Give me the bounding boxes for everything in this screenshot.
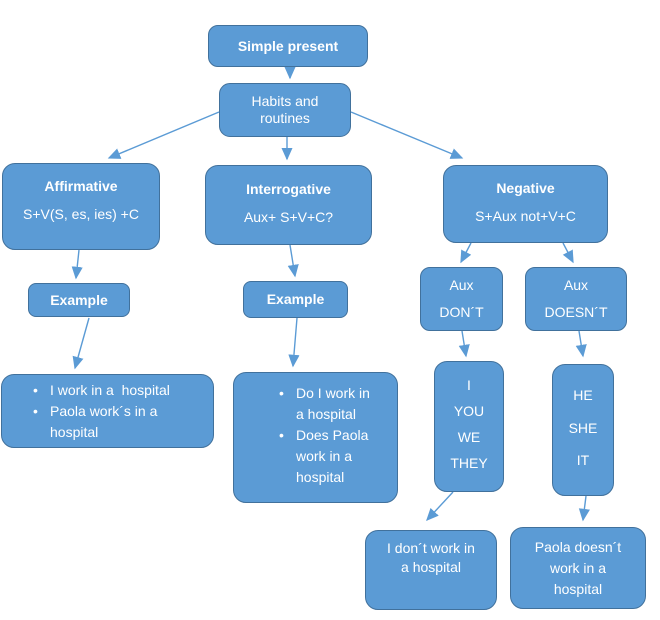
node-example-interrogative: Example [243, 281, 348, 318]
example-item: Does Paola work in a hospital [279, 425, 376, 488]
node-formula: Aux+ S+V+C? [243, 208, 334, 225]
connector-arrow [287, 244, 299, 278]
node-title: Interrogative [246, 180, 331, 197]
connector-arrow [72, 317, 90, 370]
connector-arrow [288, 317, 300, 368]
node-simple-present: Simple present [208, 25, 368, 67]
pronoun: IT [576, 452, 590, 469]
pronoun: SHE [568, 419, 598, 436]
node-affirmative-examples: I work in a hospital Paola work´s in a h… [1, 374, 214, 448]
aux-value: DON´T [439, 304, 484, 320]
node-title: Negative [496, 179, 555, 196]
example-item: Paola work´s in a hospital [33, 401, 186, 443]
node-label: Example [50, 291, 108, 308]
node-interrogative: Interrogative Aux+ S+V+C? [205, 165, 372, 245]
connector-arrow [562, 242, 574, 264]
node-dont-example: I don´t work in a hospital [365, 530, 497, 610]
connector-arrow [460, 242, 472, 264]
example-item: Do I work in a hospital [279, 383, 376, 425]
node-negative: Negative S+Aux not+V+C [443, 165, 608, 243]
connector-arrow [107, 111, 220, 159]
connector-arrow [458, 330, 470, 358]
node-label: Example [266, 291, 325, 307]
aux-label: Aux [449, 277, 474, 293]
node-pronouns-dont: I YOU WE THEY [434, 361, 504, 492]
pronoun: I [467, 377, 471, 393]
node-doesnt-example: Paola doesn´t work in a hospital [510, 527, 646, 609]
node-interrogative-examples: Do I work in a hospital Does Paola work … [233, 372, 398, 503]
node-label: Simple present [237, 37, 339, 54]
example-sentence: I don´t work in a hospital [387, 540, 475, 575]
node-example-affirmative: Example [28, 283, 130, 317]
connector-arrow [578, 495, 590, 522]
node-label: Habits and routines [251, 93, 319, 126]
node-affirmative: Affirmative S+V(S, es, ies) +C [2, 163, 160, 250]
pronoun: HE [573, 386, 593, 403]
node-formula: S+V(S, es, ies) +C [23, 206, 139, 222]
node-pronouns-doesnt: HE SHE IT [552, 364, 614, 496]
example-sentence: Paola doesn´t work in a hospital [534, 538, 622, 597]
node-aux-doesnt: Aux DOESN´T [525, 267, 627, 331]
connector-arrow [426, 491, 454, 522]
node-title: Affirmative [44, 178, 118, 194]
node-aux-dont: Aux DON´T [420, 267, 503, 331]
connector-arrow [350, 111, 464, 159]
pronoun: WE [457, 429, 481, 445]
pronoun: THEY [450, 455, 488, 471]
example-item: I work in a hospital [33, 380, 186, 401]
connector-arrow [71, 249, 83, 280]
aux-label: Aux [563, 277, 589, 293]
aux-value: DOESN´T [544, 304, 608, 320]
example-list: Do I work in a hospital Does Paola work … [279, 383, 376, 488]
pronoun: YOU [453, 403, 485, 419]
node-habits-routines: Habits and routines [219, 83, 351, 137]
example-list: I work in a hospital Paola work´s in a h… [33, 380, 186, 443]
connector-arrow [575, 330, 587, 358]
node-formula: S+Aux not+V+C [475, 207, 576, 224]
